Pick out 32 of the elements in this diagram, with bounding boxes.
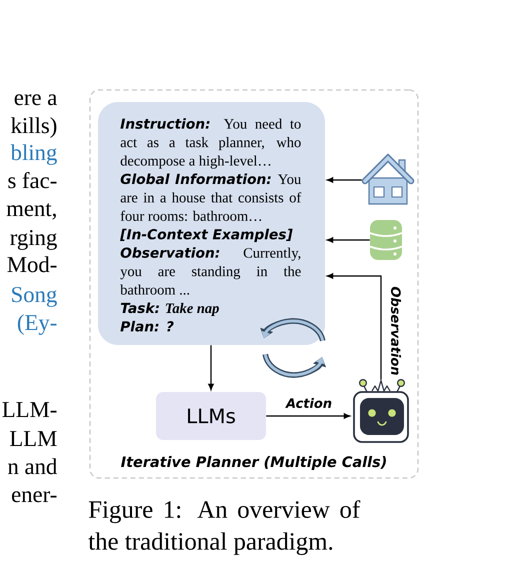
body-text: rging — [10, 230, 57, 250]
frame-title: Iterative Planner (Multiple Calls) — [121, 456, 386, 470]
prompt-text: Plan: ? — [120, 320, 174, 332]
prompt-text: Task: Take nap — [120, 302, 219, 316]
prompt-text: Instruction: You need to act as a task planner, who decompose a high-level… — [120, 118, 301, 169]
edge-label: Action — [285, 398, 332, 408]
body-text: Song — [12, 286, 57, 307]
robot-icon — [353, 379, 409, 443]
database-icon — [370, 220, 402, 260]
arrow — [326, 177, 362, 183]
body-text: Mod- — [7, 256, 56, 272]
arrow — [208, 345, 214, 390]
body-text: ere a — [14, 94, 57, 106]
body-text: LLM- — [2, 402, 56, 417]
body-text: ener- — [12, 491, 56, 502]
prompt-text: Observation: Currently, you are standing in the bathroom ... — [120, 247, 301, 295]
house-icon — [362, 153, 414, 205]
arrow — [266, 413, 350, 419]
body-text: s fac- — [8, 172, 56, 188]
body-text: (Ey- — [18, 314, 56, 335]
arrow — [326, 273, 382, 380]
llm-box: LLMs — [156, 392, 266, 440]
body-text: LLM — [10, 431, 57, 446]
figure-caption: Figure 1: An overview of the traditional paradigm. — [88, 500, 360, 555]
prompt-text: Global Information: You are in a house that consists of four rooms: bathroom… — [120, 174, 302, 221]
prompt-text: [In-Context Examples] — [120, 228, 293, 242]
body-text: bling — [10, 144, 57, 165]
edge-label: Observation — [390, 286, 401, 375]
body-text: kills) — [11, 117, 56, 138]
body-text: ment, — [6, 203, 56, 220]
body-text: n and — [8, 458, 58, 474]
arrow — [326, 237, 370, 243]
